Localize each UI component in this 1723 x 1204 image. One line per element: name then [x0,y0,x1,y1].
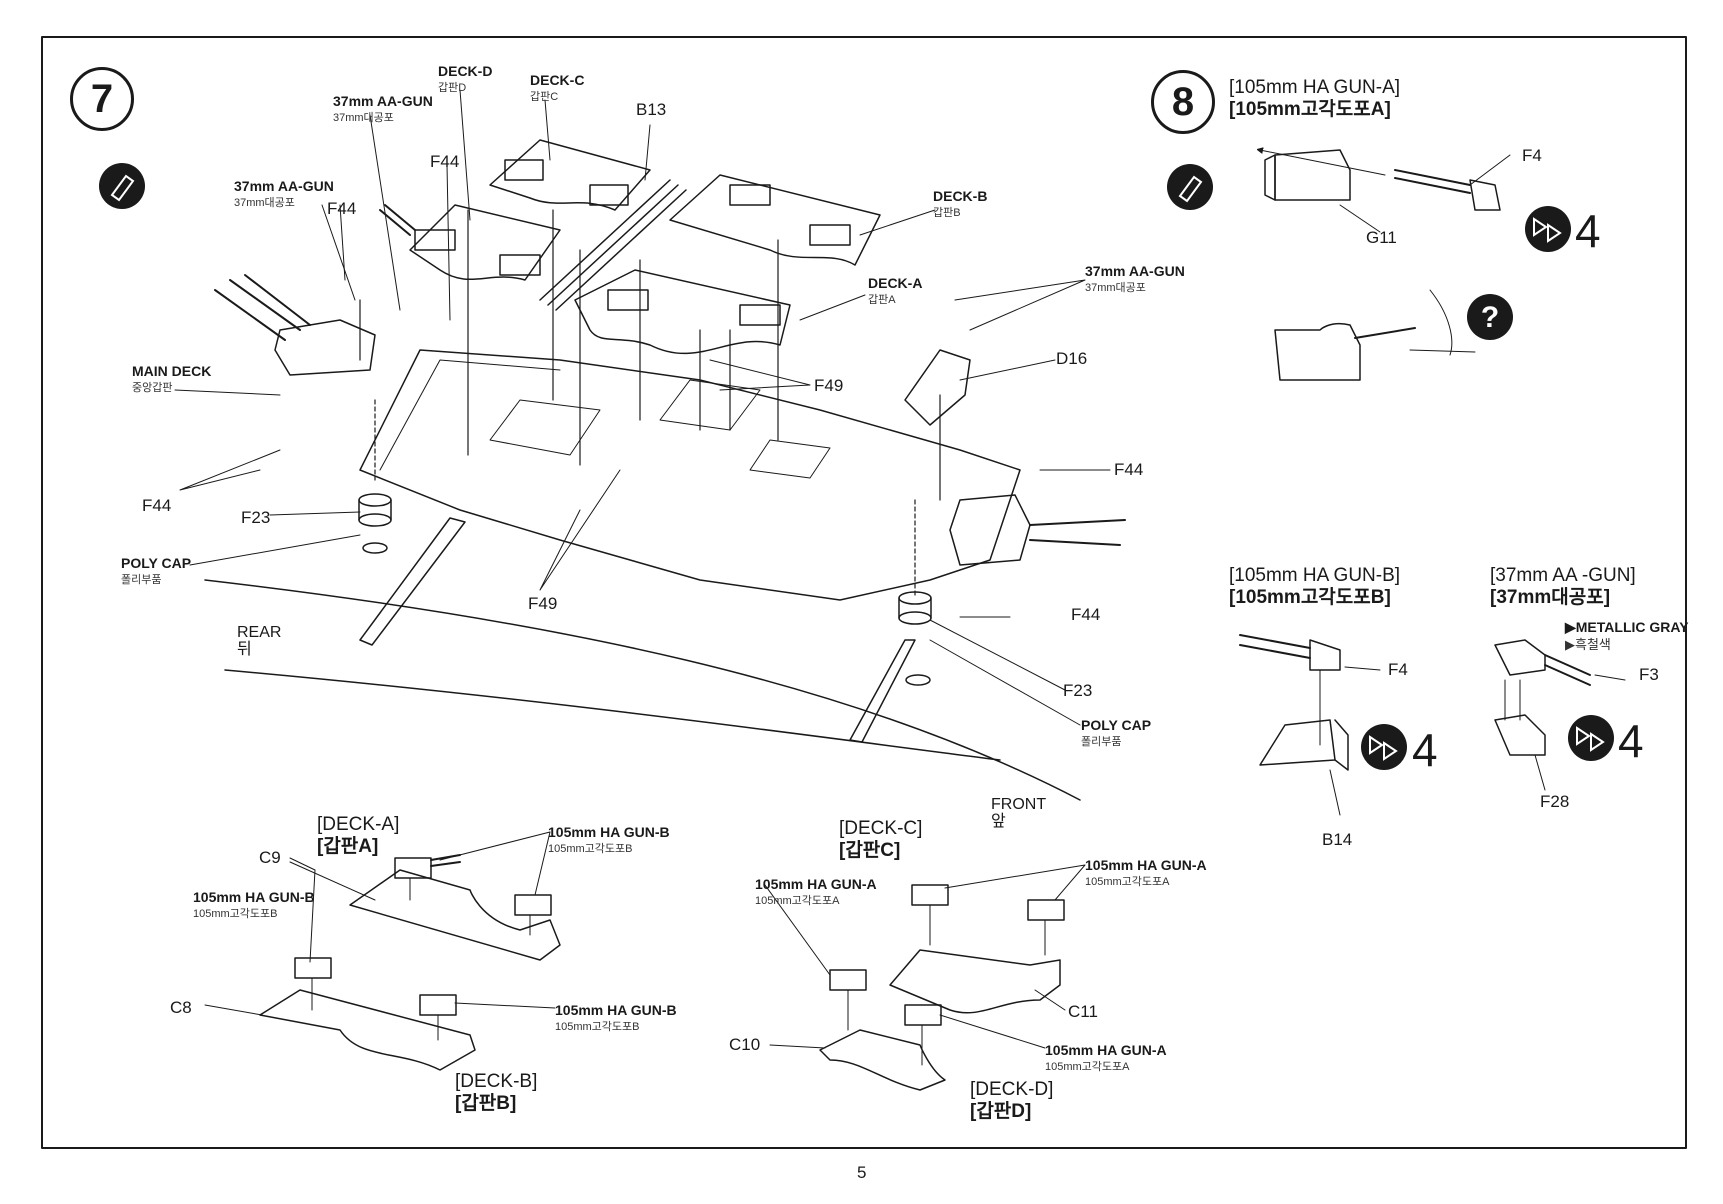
paint-metallic-gray: ▶METALLIC GRAY ▶흑철색 [1565,619,1689,652]
quantity-label: 4 [1575,205,1601,257]
assembly-arrows [359,209,941,596]
deck-b-sub [259,957,476,1071]
title-deck-a: [DECK-A] [갑판A] [317,814,400,857]
deck-c-sub [889,884,1065,1014]
title-ha-gun-a: [105mm HA GUN-A] [105mm고각도포A] [1229,77,1401,120]
label-deck-a: DECK-A 갑판A [868,275,923,306]
label-main-deck: MAIN DECK 중앙갑판 [132,363,212,394]
part-f23: F23 [241,508,271,527]
question-icon: ? [1467,294,1513,340]
part-f3: F3 [1639,665,1659,684]
part-b13: B13 [636,100,667,119]
part-f49: F49 [814,376,844,395]
part-f44: F44 [1114,460,1144,479]
part-c11: C11 [1068,1002,1098,1021]
part-c8: C8 [170,998,192,1017]
svg-text:?: ? [1481,301,1499,334]
cement-icon [1167,164,1213,210]
repeat-icon [1525,206,1571,252]
deck-a-sub [349,854,561,961]
hull-strip [359,517,466,646]
label-ha-gun-a: 105mm HA GUN-A 105mm고각도포A [755,876,877,907]
part-f44: F44 [142,496,172,515]
b13-rail [539,179,687,311]
hull-line [204,579,1081,801]
elevation-detail [1274,289,1476,381]
label-ha-gun-b: 105mm HA GUN-B 105mm고각도포B [555,1002,677,1033]
label-aa-gun: 37mm AA-GUN 37mm대공포 [234,178,334,209]
d16-platform [904,349,971,426]
quantity-label: 4 [1618,715,1644,767]
poly-cap-front [898,591,932,686]
title-deck-d: [DECK-D] [갑판D] [970,1079,1054,1122]
deck-c-plate [489,139,651,211]
part-f4: F4 [1522,146,1542,165]
label-poly-cap: POLY CAP 폴리부품 [1081,717,1152,748]
part-f23: F23 [1063,681,1093,700]
step-8-number: 8 [1151,70,1215,134]
deck-a-plate [574,269,791,355]
title-ha-gun-b: [105mm HA GUN-B] [105mm고각도포B] [1229,565,1401,608]
label-ha-gun-b: 105mm HA GUN-B 105mm고각도포B [548,824,670,855]
page-frame [41,36,1687,1149]
main-deck [214,274,1126,601]
deck-d-sub [819,969,946,1091]
part-g11: G11 [1366,228,1397,247]
leader-lines [174,89,1111,726]
label-rear: REAR 뒤 [237,624,282,658]
poly-cap-rear [358,493,392,554]
part-f44: F44 [430,152,460,171]
label-deck-c: DECK-C 갑판C [530,72,585,103]
aa-gun-drawing [1494,639,1626,791]
label-front: FRONT 앞 [991,796,1047,830]
part-f4: F4 [1388,660,1408,679]
repeat-icon [1568,715,1614,761]
quantity-label: 4 [1412,724,1438,776]
title-deck-b: [DECK-B] [갑판B] [455,1071,538,1114]
deck-b-plate [669,174,881,266]
step-7-number: 7 [70,67,134,131]
part-c10: C10 [729,1035,761,1054]
sub-leader-lines [204,831,1086,1049]
ha-gun-b-drawing [1239,634,1381,816]
part-f28: F28 [1540,792,1570,811]
title-deck-c: [DECK-C] [갑판C] [839,818,923,861]
page-number: 5 [857,1163,867,1182]
part-d16: D16 [1056,349,1088,368]
ha-gun-a-drawing [1260,150,1511,233]
part-b14: B14 [1322,830,1353,849]
label-deck-d: DECK-D 갑판D [438,63,493,94]
title-aa-gun: [37mm AA -GUN] [37mm대공포] [1490,565,1636,608]
label-deck-b: DECK-B 갑판B [933,188,988,219]
hull-strip [849,639,916,743]
label-aa-gun: 37mm AA-GUN 37mm대공포 [333,93,433,124]
label-ha-gun-a: 105mm HA GUN-A 105mm고각도포A [1045,1042,1167,1073]
part-c9: C9 [259,848,281,867]
hull-line [224,669,1001,761]
label-ha-gun-a: 105mm HA GUN-A 105mm고각도포A [1085,857,1207,888]
part-f44: F44 [1071,605,1101,624]
label-poly-cap: POLY CAP 폴리부품 [121,555,192,586]
part-f44: F44 [327,199,357,218]
part-f49: F49 [528,594,558,613]
repeat-icon [1361,724,1407,770]
cement-icon [99,163,145,209]
label-ha-gun-b: 105mm HA GUN-B 105mm고각도포B [193,889,315,920]
label-aa-gun: 37mm AA-GUN 37mm대공포 [1085,263,1185,294]
